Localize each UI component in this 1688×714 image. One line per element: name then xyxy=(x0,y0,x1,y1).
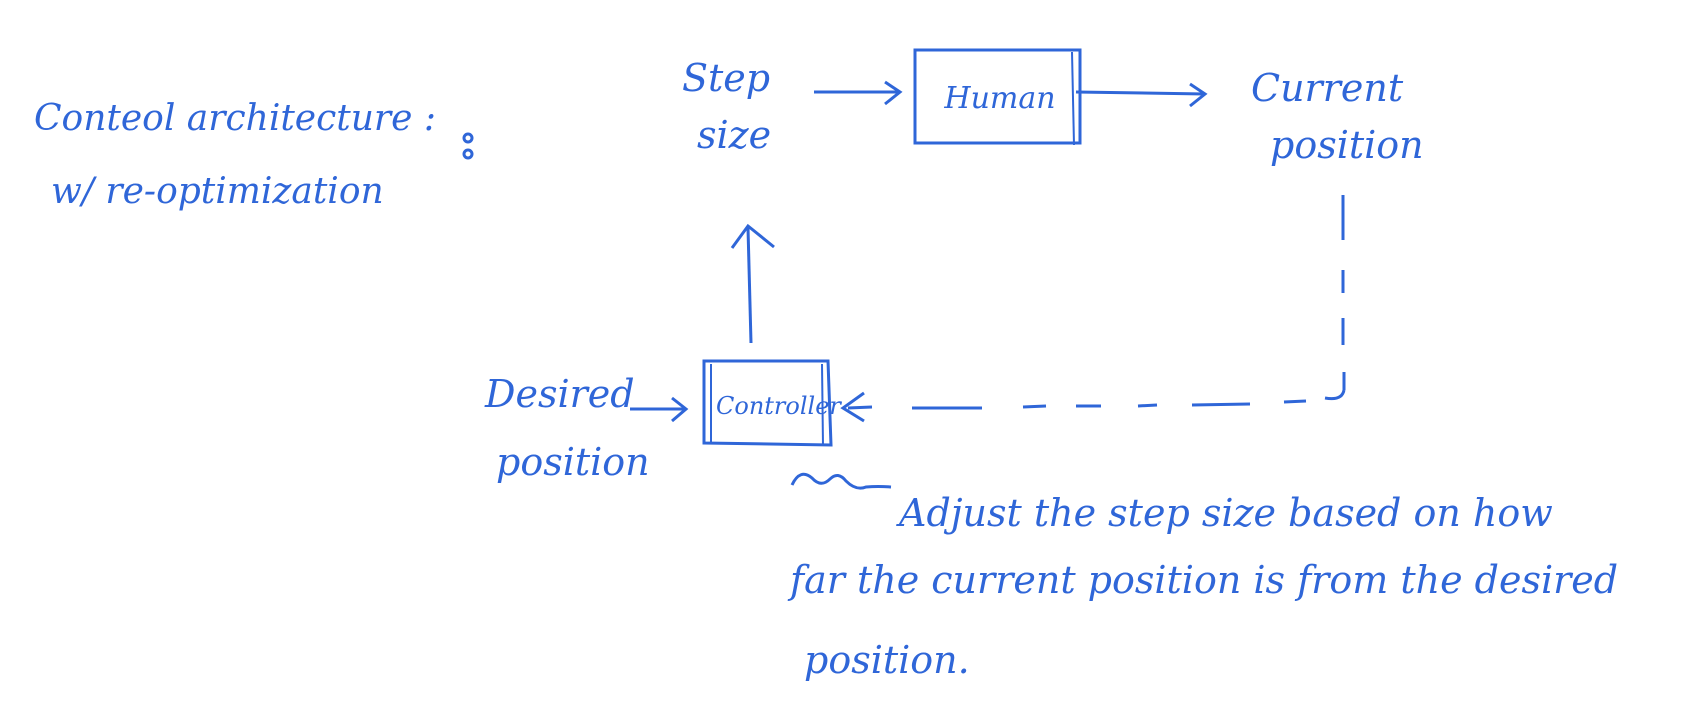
feedback-corner xyxy=(1324,389,1346,401)
annotation-line-2: far the current position is from the des… xyxy=(790,558,1619,602)
feedback-dashed-vertical xyxy=(1341,195,1346,390)
annotation-squiggle xyxy=(790,472,892,490)
arrow-controller-to-step-head xyxy=(730,223,775,249)
human-node-label: Human xyxy=(944,81,1056,116)
step-size-label-line-1: Step xyxy=(682,56,771,100)
current-position-label-line-2: position xyxy=(1270,123,1424,167)
current-position-label-line-1: Current xyxy=(1251,66,1404,110)
human-box-inner-line xyxy=(1071,51,1075,146)
feedback-dashed-horizontal xyxy=(912,399,1307,410)
step-size-label-line-2: size xyxy=(697,113,772,157)
controller-box-right-inner-line xyxy=(821,363,824,447)
title-colon-dot-bottom xyxy=(462,148,474,160)
arrow-controller-to-step xyxy=(746,227,753,344)
desired-position-label-line-1: Desired xyxy=(485,372,635,416)
controller-box xyxy=(702,359,833,447)
arrow-human-to-current-head xyxy=(1189,82,1208,108)
title-colon-dot-top xyxy=(462,132,474,144)
desired-position-label-line-2: position xyxy=(496,440,650,484)
diagram-title-line-1: Conteol architecture : xyxy=(34,98,437,139)
diagram-title-line-2: w/ re-optimization xyxy=(51,171,384,212)
arrow-human-to-current xyxy=(1075,90,1206,96)
annotation-line-3: position. xyxy=(804,638,970,682)
arrow-desired-to-controller-head xyxy=(671,396,689,423)
arrow-step-to-human-head xyxy=(884,80,903,106)
feedback-arrow-head xyxy=(840,391,873,423)
human-box xyxy=(913,48,1082,145)
controller-node-label: Controller xyxy=(716,392,841,420)
annotation-line-1: Adjust the step size based on how xyxy=(899,491,1553,535)
